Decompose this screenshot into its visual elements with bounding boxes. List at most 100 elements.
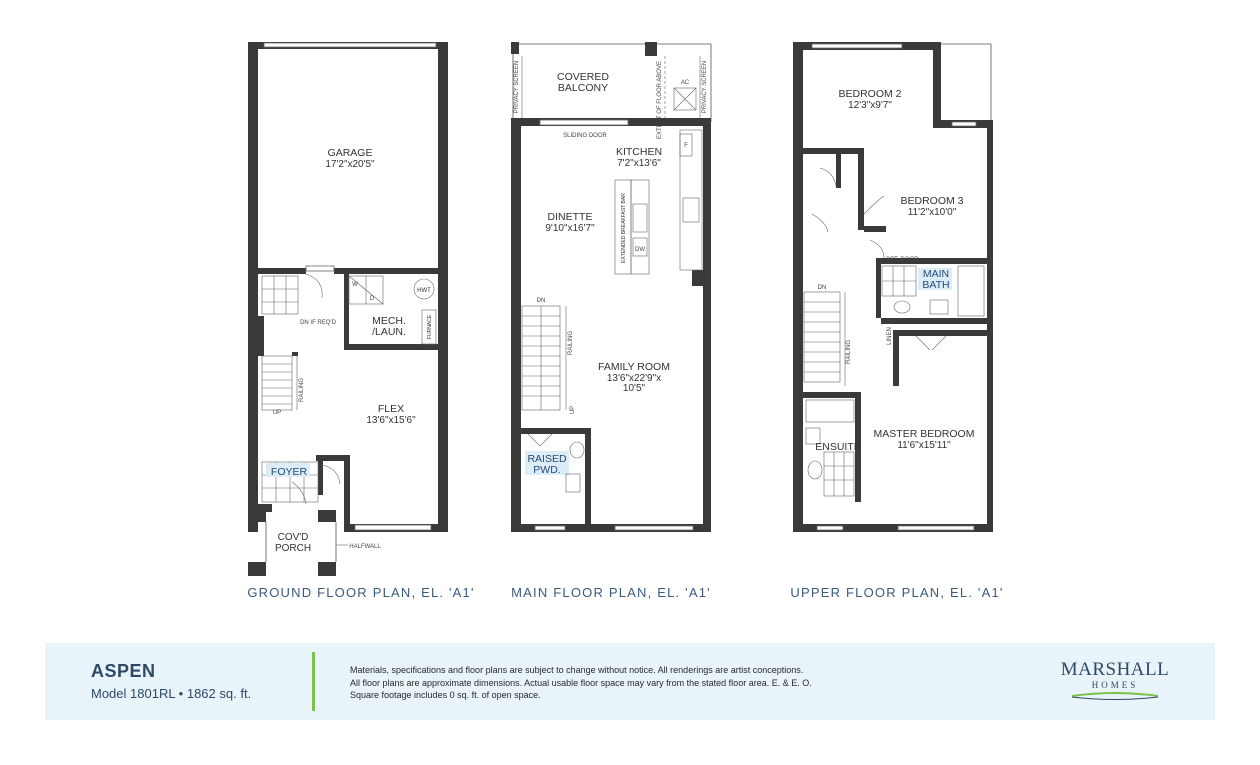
garage-size: 17'2"x20'5" (325, 159, 375, 170)
linen-label: LINEN (887, 327, 893, 345)
kitchen-island (630, 179, 650, 275)
garage-door (263, 42, 437, 48)
upper-south-wall (793, 524, 993, 532)
main-railing-label: RAILING (568, 331, 574, 355)
main-floor-plan: COVERED BALCONY PRIVACY SCREEN PRIVACY S… (511, 42, 712, 600)
dinette-label: DINETTE (548, 211, 593, 223)
balcony-label-2: BALCONY (558, 82, 608, 94)
main-bath-tub (957, 265, 985, 317)
main-dn-label: DN (537, 298, 546, 304)
ground-east-wall (438, 42, 448, 532)
flex-window (354, 524, 432, 531)
logo-word-marshall: MARSHALL (1060, 659, 1170, 680)
main-east-wall (703, 118, 711, 532)
garage-label: GARAGE (328, 147, 373, 159)
ensuite-sink (807, 460, 823, 480)
marshall-homes-logo: MARSHALL HOMES (1055, 660, 1175, 708)
furnace-label: FURNACE (427, 314, 433, 339)
pwd-toilet (565, 473, 581, 493)
main-bath-sink (893, 300, 911, 314)
main-up-label: UP (570, 406, 576, 414)
stove (682, 197, 700, 223)
pwd-highlight (525, 451, 569, 475)
porch-label-2: PORCH (275, 543, 311, 554)
privacy-screen-left: PRIVACY SCREEN (514, 61, 520, 113)
dw-label: DW (635, 247, 645, 253)
privacy-screen-right: PRIVACY SCREEN (702, 61, 708, 113)
upper-east-wall (987, 120, 993, 532)
halfwall-label: HALFWALL (349, 544, 381, 550)
sliding-door (539, 119, 629, 126)
hwt-tank (413, 278, 435, 300)
flex-size: 13'6"x15'6" (366, 415, 416, 426)
foyer-highlight (266, 463, 310, 477)
ac-unit (673, 87, 697, 111)
hwt-label: HWT (417, 288, 431, 294)
bedroom-2-size: 12'3"x9'7" (848, 100, 892, 111)
kitchen-label: KITCHEN (616, 146, 662, 158)
model-name: ASPEN (91, 661, 156, 681)
logo-word-homes: HOMES (1091, 680, 1139, 690)
family-room-size-2: 10'5" (623, 383, 646, 394)
main-bath-toilet (929, 299, 949, 315)
extent-floor-above: EXTENT OF FLOOR ABOVE (657, 61, 663, 139)
disclaimer-line-3: Square footage includes 0 sq. ft. of ope… (350, 690, 541, 700)
ac-label: AC (681, 80, 690, 86)
footer-divider (312, 652, 315, 711)
pwd-label-2: PWD. (533, 464, 560, 476)
flex-label: FLEX (378, 403, 404, 415)
bedroom-2-label: BEDROOM 2 (838, 88, 901, 100)
bedroom-3-size: 11'2"x10'0" (908, 207, 957, 218)
model-details: Model 1801RL • 1862 sq. ft. (91, 686, 252, 701)
master-bedroom-label: MASTER BEDROOM (874, 428, 975, 440)
disclaimer: Materials, specifications and floor plan… (350, 664, 910, 702)
kitchen-counter (679, 129, 703, 271)
main-floor-title: MAIN FLOOR PLAN, EL. 'A1' (511, 585, 711, 600)
opt-door-label: OPT. DOOR (885, 257, 919, 263)
dryer-label: D (370, 296, 375, 302)
floor-plans: GARAGE 17'2"x20'5" MECH. /LAUN. FLEX 13'… (247, 42, 1003, 600)
main-west-wall (511, 118, 521, 532)
ground-west-wall (248, 42, 258, 532)
disclaimer-line-2: All floor plans are approximate dimensio… (350, 677, 812, 688)
ground-floor-plan: GARAGE 17'2"x20'5" MECH. /LAUN. FLEX 13'… (247, 42, 474, 600)
logo-swoosh-icon (1071, 692, 1159, 700)
main-bath-highlight (918, 268, 952, 290)
balcony-label-1: COVERED (557, 71, 609, 83)
upper-floor-title: UPPER FLOOR PLAN, EL. 'A1' (790, 585, 1003, 600)
ground-floor-title: GROUND FLOOR PLAN, EL. 'A1' (247, 585, 474, 600)
family-room-size-1: 13'6"x22'9"x (607, 373, 661, 384)
dishwasher (632, 237, 648, 257)
mech-label: MECH. (372, 315, 406, 327)
family-room-label: FAMILY ROOM (598, 361, 670, 373)
ground-up-label: UP (273, 410, 281, 416)
foyer-label: FOYER (271, 466, 308, 478)
dn-if-reqd-label: DN IF REQ'D (300, 320, 336, 326)
upper-railing-label: RAILING (846, 340, 852, 364)
bedroom-3-label: BEDROOM 3 (900, 195, 963, 207)
master-bedroom-size: 11'6"x15'11" (897, 440, 951, 451)
upper-west-wall (793, 42, 803, 532)
furnace (421, 309, 437, 345)
ensuite-tile-grid (823, 451, 855, 497)
main-bath-label-2: BATH (922, 279, 949, 291)
pwd-sink (569, 441, 585, 459)
ensuite-label: ENSUITE (815, 441, 861, 453)
dinette-size: 9'10"x16'7" (545, 223, 595, 234)
upper-stairs (803, 291, 846, 386)
washer-label: W (352, 282, 358, 288)
fridge (679, 133, 693, 157)
main-bath-label-1: MAIN (923, 268, 949, 280)
main-south-wall (511, 524, 711, 532)
fridge-label: F (684, 143, 688, 149)
laun-label: /LAUN. (372, 326, 406, 338)
porch-label-1: COV'D (278, 532, 309, 543)
disclaimer-line-1: Materials, specifications and floor plan… (350, 665, 804, 675)
pwd-label-1: RAISED (527, 453, 567, 465)
footer-info-bar: ASPEN Model 1801RL • 1862 sq. ft. Materi… (45, 643, 1215, 720)
sliding-door-label: SLIDING DOOR (563, 133, 607, 139)
ensuite-tub (805, 399, 855, 423)
breakfast-bar-label: EXTENDED BREAKFAST BAR (621, 193, 627, 263)
main-stairs (521, 305, 567, 411)
sink (632, 203, 648, 233)
